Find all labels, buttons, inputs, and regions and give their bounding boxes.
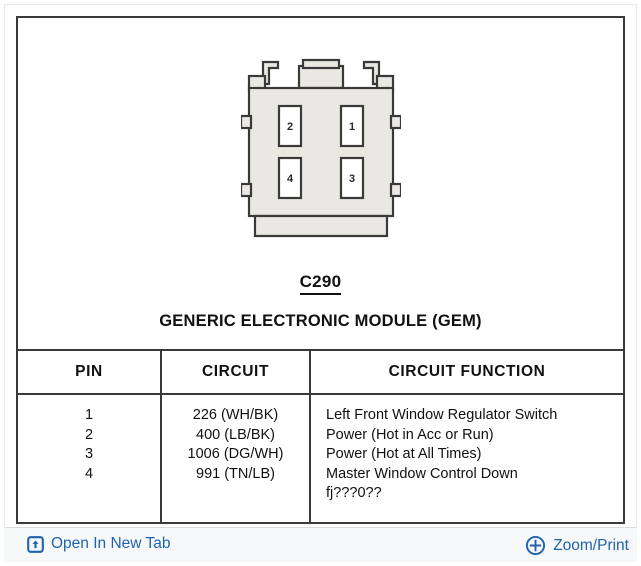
diagram-title-block: C290 GENERIC ELECTRONIC MODULE (GEM) [18, 272, 623, 331]
column-header-pin: PIN [16, 349, 162, 395]
open-in-new-tab-icon [27, 535, 44, 553]
zoom-plus-icon [525, 535, 546, 556]
open-in-new-tab-button[interactable]: Open In New Tab [27, 535, 170, 553]
column-header-function: CIRCUIT FUNCTION [309, 349, 625, 395]
function-value: Master Window Control Down [326, 465, 518, 482]
pin-number-3: 3 [348, 173, 354, 185]
pin-cavity-3 [339, 156, 364, 200]
connector-keyway-cap [301, 58, 340, 70]
pin-assignment-table: PIN CIRCUIT CIRCUIT FUNCTION 1 2 3 4 [16, 349, 625, 524]
pin-cavity-4 [277, 156, 302, 200]
retention-tab-left-lower [240, 182, 252, 198]
function-column-cell: Left Front Window Regulator Switch Power… [309, 393, 625, 524]
latch-hook-left [261, 60, 279, 86]
connector-drawing: 2 1 4 3 [240, 58, 401, 238]
function-value: Left Front Window Regulator Switch [326, 407, 558, 423]
retention-tab-right-upper [389, 114, 401, 130]
pin-number-1: 1 [348, 121, 354, 133]
pin-value: 3 [84, 446, 94, 462]
circuit-value: 1006 (DG/WH) [187, 446, 284, 462]
connector-keyway [297, 64, 344, 90]
pin-column-cell: 1 2 3 4 [16, 393, 162, 524]
latch-hook-right [362, 60, 380, 86]
table-body-row: 1 2 3 4 226 (WH/BK) 400 (LB/BK) 1006 (DG… [16, 393, 625, 524]
open-in-new-tab-label: Open In New Tab [51, 535, 171, 552]
table-header-row: PIN CIRCUIT CIRCUIT FUNCTION [16, 349, 625, 395]
retention-tab-left-upper [240, 114, 252, 130]
column-header-circuit: CIRCUIT [160, 349, 311, 395]
pin-value: 1 [84, 407, 94, 423]
circuit-value: 400 (LB/BK) [196, 426, 275, 443]
pin-cavity-2 [277, 104, 302, 148]
connector-illustration-region: 2 1 4 3 [18, 18, 623, 273]
function-value: Power (Hot in Acc or Run) [326, 426, 494, 443]
circuit-value: 226 (WH/BK) [192, 407, 279, 423]
pin-table-container: PIN CIRCUIT CIRCUIT FUNCTION 1 2 3 4 [16, 349, 625, 524]
zoom-print-button[interactable]: Zoom/Print [525, 535, 629, 556]
function-value: Power (Hot at All Times) [326, 446, 482, 462]
connector-skirt [253, 214, 388, 238]
pin-number-2: 2 [286, 121, 292, 133]
viewer-footer-toolbar: Open In New Tab Zoom/Print [4, 527, 637, 562]
pin-value: 4 [84, 465, 94, 482]
module-name-label: GENERIC ELECTRONIC MODULE (GEM) [159, 311, 482, 330]
circuit-column-cell: 226 (WH/BK) 400 (LB/BK) 1006 (DG/WH) 991… [160, 393, 311, 524]
retention-tab-right-lower [389, 182, 401, 198]
pin-value: 2 [84, 426, 94, 443]
connector-code-label: C290 [299, 272, 342, 295]
zoom-print-label: Zoom/Print [553, 536, 629, 554]
connector-diagram-document: 2 1 4 3 C290 GENERIC ELECTRONIC MODULE (… [16, 16, 625, 524]
pin-cavity-1 [339, 104, 364, 148]
connector-body [247, 86, 394, 218]
function-value-extra: fj???0?? [326, 485, 382, 501]
circuit-value: 991 (TN/LB) [196, 465, 275, 482]
pin-number-4: 4 [286, 173, 293, 185]
